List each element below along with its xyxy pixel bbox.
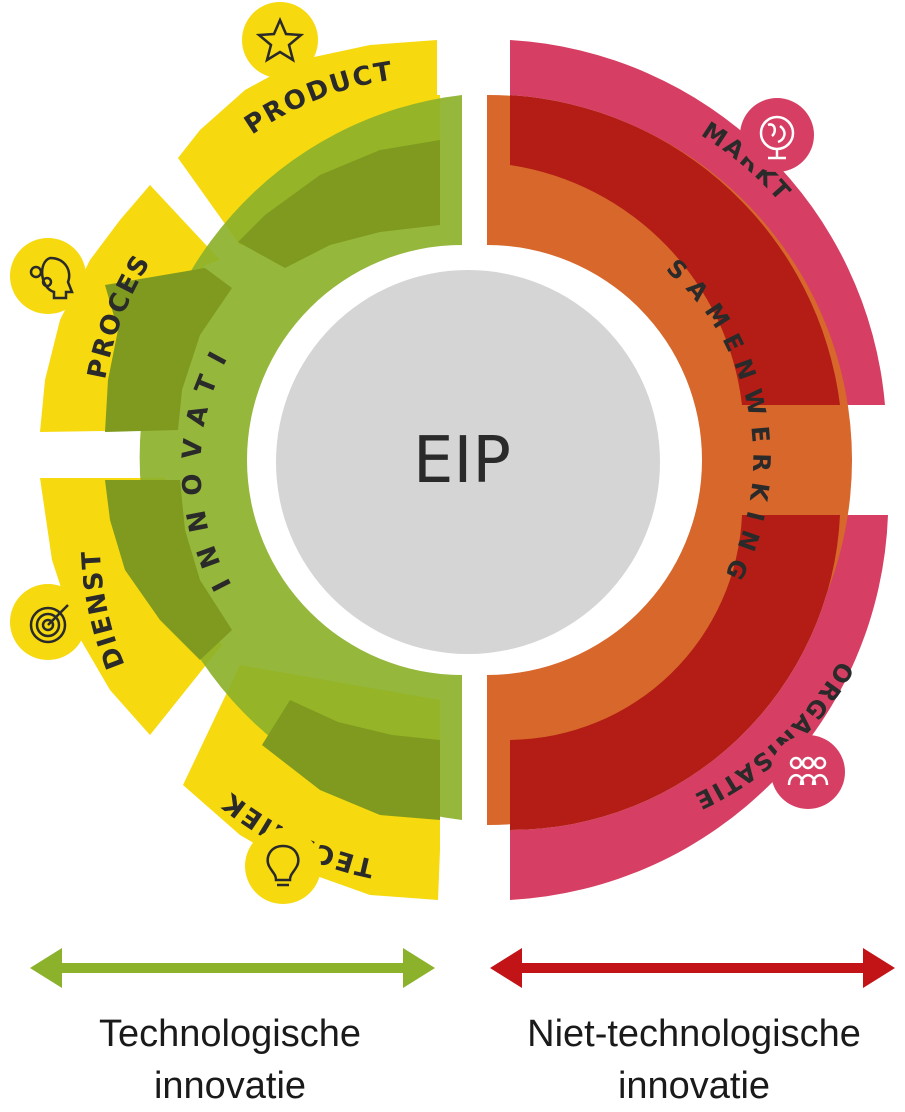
segment-organisatie-band (510, 515, 888, 900)
target-icon (10, 584, 86, 660)
samenwerking-overlaps (510, 95, 842, 831)
caption-technological-line1: Technologische (99, 1013, 361, 1055)
center-label: EIP (413, 424, 511, 498)
head-gears-icon (10, 238, 86, 314)
right-outer-band (510, 40, 888, 900)
eip-diagram: EIP INNOVATIE SAMENWERKING PRODUCT PROCE… (0, 0, 895, 988)
segment-dienst-band (40, 478, 222, 735)
caption-non-technological-line2: innovatie (617, 1065, 771, 1107)
segment-markt-band (510, 40, 885, 405)
globe-icon (740, 98, 814, 172)
caption-technological-line2: innovatie (153, 1065, 307, 1107)
innovatie-overlaps (105, 95, 440, 820)
caption-technological: Technologische innovatie (20, 1008, 440, 1112)
people-icon (771, 735, 845, 809)
center-circle (276, 270, 660, 654)
lightbulb-icon (245, 828, 321, 904)
caption-non-technological-line1: Niet-technologische (527, 1013, 861, 1055)
star-icon (242, 2, 318, 78)
caption-non-technological: Niet-technologische innovatie (484, 1008, 904, 1112)
technological-arrow (30, 948, 435, 988)
non-technological-arrow (490, 948, 895, 988)
